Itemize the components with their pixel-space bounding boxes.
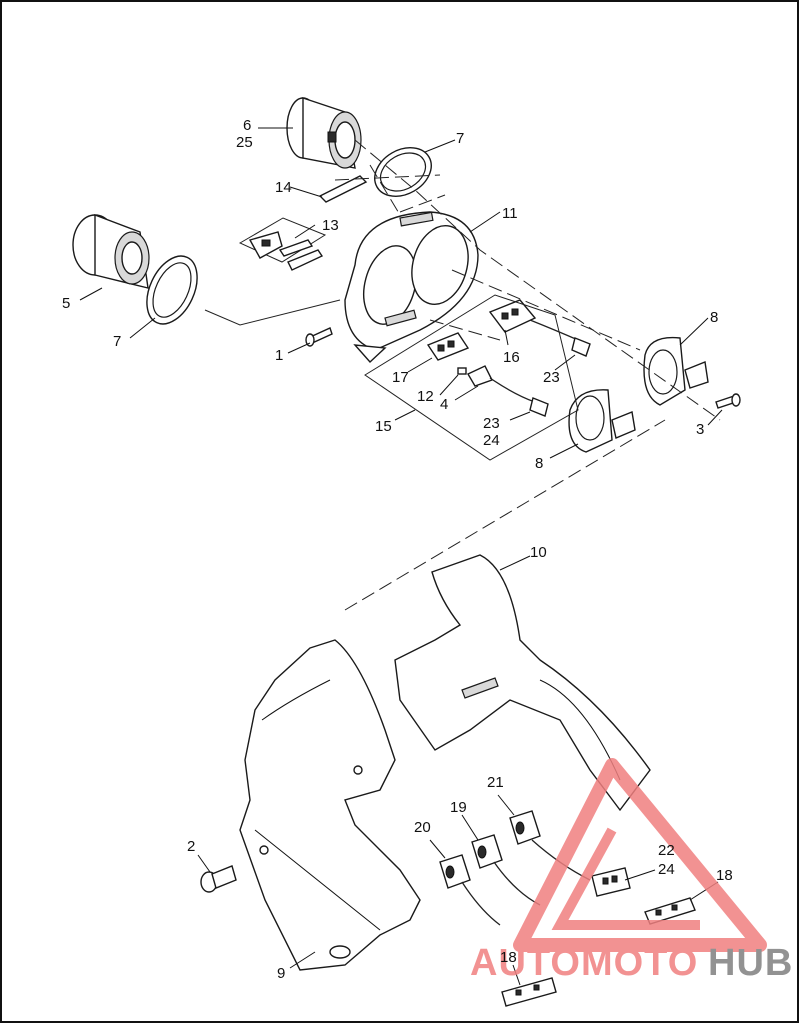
callout-6: 6 bbox=[243, 117, 251, 134]
callout-1: 1 bbox=[275, 347, 283, 364]
bracket-8-lower bbox=[568, 389, 636, 453]
bulb-socket-12-4 bbox=[457, 365, 549, 417]
callout-19: 19 bbox=[450, 799, 467, 816]
connector-16 bbox=[488, 299, 591, 357]
watermark-text-automoto: AUTOMOTO bbox=[470, 942, 698, 984]
callout-5: 5 bbox=[62, 295, 70, 312]
screw-3 bbox=[715, 393, 741, 409]
callout-23-lower: 23 bbox=[483, 415, 500, 432]
callout-16: 16 bbox=[503, 349, 520, 366]
strip-14 bbox=[318, 175, 368, 203]
gauge-housing-5 bbox=[72, 213, 150, 289]
callout-11: 11 bbox=[502, 205, 518, 222]
callout-8-upper: 8 bbox=[710, 309, 718, 326]
callout-24-lower: 24 bbox=[483, 432, 500, 449]
callout-17: 17 bbox=[392, 369, 409, 386]
switch-19 bbox=[471, 834, 541, 906]
leader-lines bbox=[79, 127, 723, 986]
watermark-triangle bbox=[513, 758, 767, 952]
seal-ring-7-top bbox=[374, 147, 432, 197]
callout-4: 4 bbox=[440, 396, 448, 413]
callout-15: 15 bbox=[375, 418, 392, 435]
callout-21: 21 bbox=[487, 774, 504, 791]
callout-8-lower: 8 bbox=[535, 455, 543, 472]
screw-2 bbox=[200, 865, 237, 893]
callout-12: 12 bbox=[417, 388, 434, 405]
callout-9: 9 bbox=[277, 965, 285, 982]
bracket-8-upper bbox=[643, 336, 709, 406]
switch-20 bbox=[439, 854, 501, 926]
assembly-lines bbox=[204, 139, 721, 611]
callout-labels: 6 25 7 14 13 11 5 7 1 16 23 17 12 4 15 2… bbox=[62, 117, 733, 982]
gauge-housing-6 bbox=[286, 97, 362, 169]
watermark-text-hub: HUB bbox=[708, 942, 793, 984]
lower-fairing-9 bbox=[239, 639, 421, 971]
callout-20: 20 bbox=[414, 819, 431, 836]
group-box-15 bbox=[364, 294, 579, 461]
callout-10: 10 bbox=[530, 544, 547, 561]
callout-23-upper: 23 bbox=[543, 369, 560, 386]
callout-25: 25 bbox=[236, 134, 253, 151]
connector-17 bbox=[426, 332, 470, 361]
callout-2: 2 bbox=[187, 838, 195, 855]
callout-18-right: 18 bbox=[716, 867, 733, 884]
seal-ring-7-left bbox=[146, 255, 198, 325]
gauge-bezel-11 bbox=[344, 211, 479, 364]
callout-24-upper: 24 bbox=[658, 861, 675, 878]
clip-18-bottom bbox=[501, 977, 557, 1007]
callout-22: 22 bbox=[658, 842, 675, 859]
callout-14: 14 bbox=[275, 179, 292, 196]
callout-18-bottom: 18 bbox=[500, 949, 517, 966]
callout-7-top: 7 bbox=[456, 130, 464, 147]
connector-22-24 bbox=[591, 867, 631, 897]
watermark-logo: AUTOMOTO HUB bbox=[470, 758, 793, 984]
clip-group-13 bbox=[238, 217, 327, 271]
callout-3: 3 bbox=[696, 421, 704, 438]
callout-13: 13 bbox=[322, 217, 339, 234]
callout-7-left: 7 bbox=[113, 333, 121, 350]
screw-1 bbox=[305, 327, 333, 347]
